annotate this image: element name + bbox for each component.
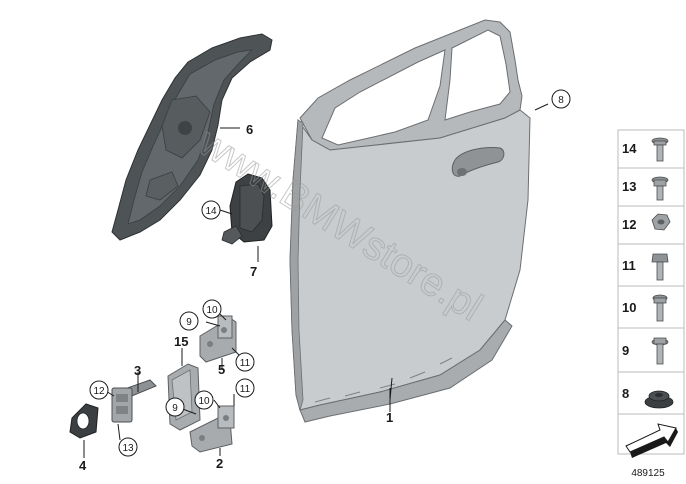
svg-text:12: 12: [93, 386, 105, 397]
side-part-row-10: 10: [617, 285, 685, 329]
fastener-panel: 14 13 12: [617, 129, 685, 458]
callout-10-ring-lower: 10: [194, 390, 214, 410]
hex-nut-icon: [651, 213, 671, 231]
callout-13-ring: 13: [118, 437, 138, 457]
svg-text:11: 11: [240, 384, 251, 395]
hex-bolt-with-washer-icon: [651, 176, 669, 201]
callout-7: 7: [250, 264, 257, 279]
svg-text:9: 9: [622, 343, 629, 358]
svg-text:11: 11: [240, 358, 251, 369]
callout-4: 4: [79, 458, 87, 473]
door-membrane: [111, 33, 273, 241]
side-part-row-9: 9: [617, 327, 685, 373]
callout-12-ring: 12: [89, 380, 109, 400]
svg-text:10: 10: [198, 396, 210, 407]
svg-text:12: 12: [622, 217, 636, 232]
callout-5: 5: [218, 362, 225, 377]
svg-text:9: 9: [172, 403, 178, 414]
grommet-icon: [644, 390, 674, 409]
side-part-row-14: 14: [617, 129, 685, 169]
lock-bracket: [221, 173, 273, 245]
callout-15: 15: [174, 334, 188, 349]
svg-text:10: 10: [206, 305, 218, 316]
callout-9-ring-lower: 9: [165, 397, 185, 417]
door-check-arm: [111, 379, 157, 423]
arrow-icon: [625, 423, 678, 458]
callout-9-ring-upper: 9: [179, 311, 199, 331]
callout-2: 2: [216, 456, 223, 471]
callout-11-ring-upper: 11: [235, 352, 255, 372]
svg-text:9: 9: [186, 317, 192, 328]
svg-text:11: 11: [622, 258, 636, 273]
svg-text:8: 8: [558, 95, 564, 106]
torx-screw-with-washer-icon: [651, 137, 669, 162]
svg-text:10: 10: [622, 300, 636, 315]
torx-bolt-icon: [652, 294, 668, 322]
upper-hinge: [199, 315, 237, 363]
rear-door-shell: [289, 19, 531, 423]
callout-8-ring: 8: [551, 89, 571, 109]
side-part-row-12: 12: [617, 205, 685, 245]
callout-11-ring-lower: 11: [235, 378, 255, 398]
hex-bolt-icon: [651, 253, 669, 281]
svg-text:13: 13: [122, 443, 134, 454]
svg-text:14: 14: [205, 206, 217, 217]
side-part-row-11: 11: [617, 243, 685, 287]
side-part-row-arrow: [617, 413, 685, 458]
lower-hinge: [189, 405, 235, 453]
leader-lines: [83, 103, 549, 458]
check-arm-gasket: [69, 403, 99, 439]
hex-flange-bolt-icon: [651, 337, 669, 365]
callout-10-ring-upper: 10: [202, 299, 222, 319]
svg-text:13: 13: [622, 179, 636, 194]
svg-text:14: 14: [622, 141, 637, 156]
callout-1: 1: [386, 410, 393, 425]
side-part-row-8: 8: [617, 371, 685, 415]
callout-6: 6: [246, 122, 253, 137]
svg-text:8: 8: [622, 386, 629, 401]
diagram-number: 489125: [631, 468, 665, 479]
callout-3: 3: [134, 363, 141, 378]
callout-14-ring: 14: [201, 200, 221, 220]
side-part-row-13: 13: [617, 167, 685, 207]
